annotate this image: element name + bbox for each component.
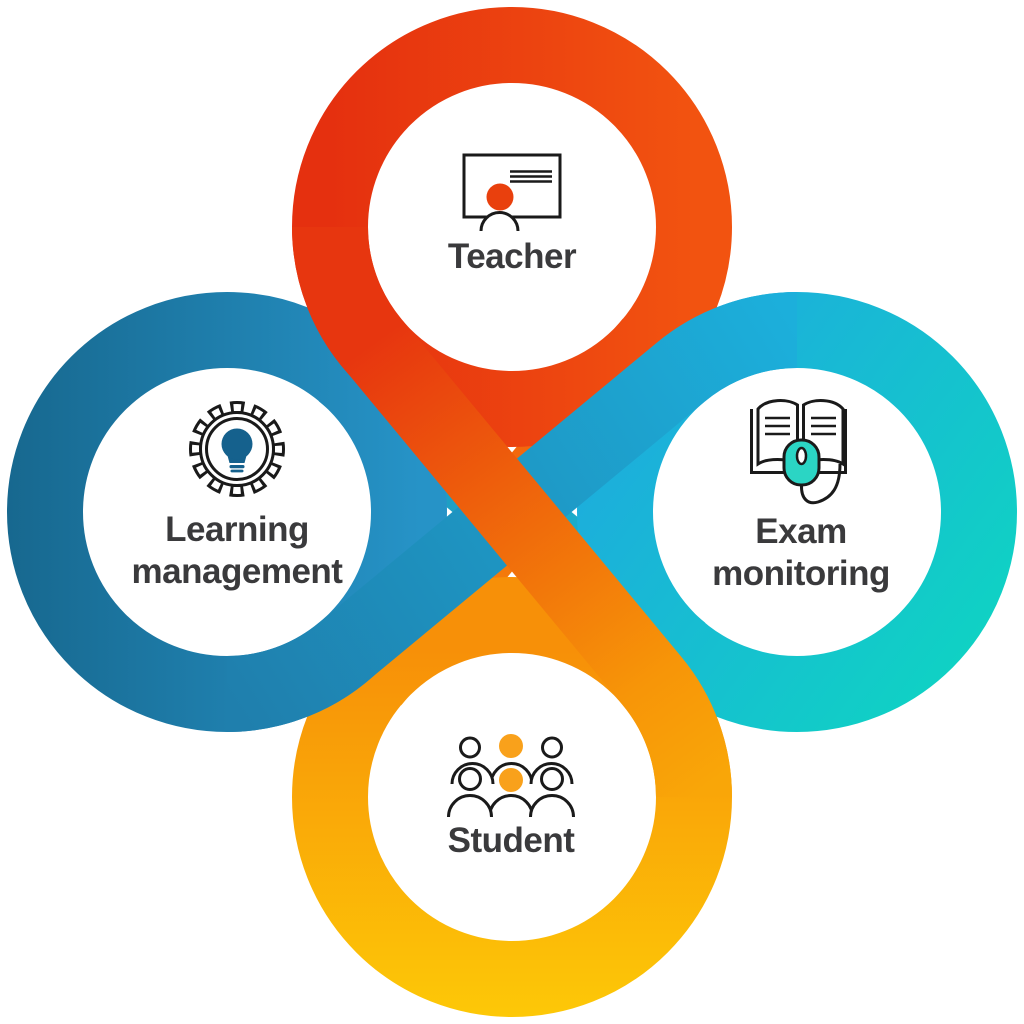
student-label: Student <box>447 821 575 860</box>
lightbulb-glass <box>221 428 253 460</box>
presentation-board-teacher-icon <box>462 153 562 232</box>
gear-teeth-fill <box>192 404 282 494</box>
warm-ribbon-front-band <box>292 225 732 799</box>
front-center-head <box>499 768 523 792</box>
gear-lightbulb-icon <box>189 401 285 497</box>
exam-monitoring-label-line2: monitoring <box>712 554 890 593</box>
front-right-head <box>540 767 564 791</box>
speaker-shoulders <box>479 211 520 232</box>
page-text-lines <box>765 416 836 436</box>
exam-monitoring-label-line1: Exam <box>755 512 847 551</box>
lightbulb-base-top <box>229 465 245 469</box>
front-left-shoulders <box>447 794 493 818</box>
back-right-head <box>541 736 563 759</box>
front-left-head <box>458 767 482 791</box>
learning-management-label: Learning management <box>132 509 343 593</box>
lightbulb-base-bottom <box>230 469 244 473</box>
student-group-icon <box>447 734 575 818</box>
mouse-cord <box>799 463 842 505</box>
board-text-lines <box>510 170 552 183</box>
mouse-scroll-wheel <box>795 446 808 466</box>
back-center-head <box>499 734 523 758</box>
front-right-shoulders <box>529 794 575 818</box>
learning-management-label-line2: management <box>131 552 343 591</box>
speaker-head <box>486 183 514 211</box>
exam-monitoring-label: Exam monitoring <box>712 511 890 595</box>
learning-management-label-line1: Learning <box>165 510 309 549</box>
teacher-label: Teacher <box>447 237 577 276</box>
open-book-mouse-icon <box>750 399 847 505</box>
back-left-head <box>459 736 481 759</box>
front-center-shoulders <box>488 794 534 818</box>
board-frame <box>462 153 562 219</box>
